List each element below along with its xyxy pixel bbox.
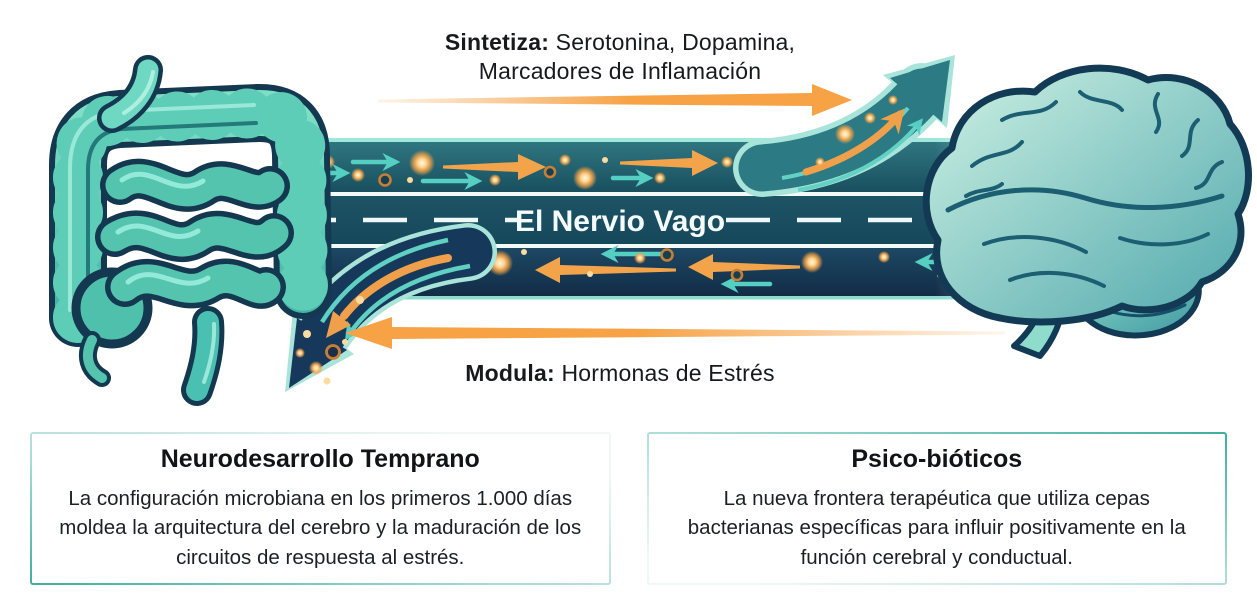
- modulates-label: Modula: Hormonas de Estrés: [465, 360, 775, 386]
- vagus-upward-arrow: [733, 55, 955, 197]
- orange-arrow-left: [535, 257, 676, 283]
- modulates-label-bold: Modula:: [465, 360, 555, 386]
- card-body: La configuración microbiana en los prime…: [59, 487, 582, 569]
- pathway-label: El Nervio Vago: [515, 205, 725, 238]
- gut-to-brain-arrow: [378, 84, 852, 116]
- card-title: Psico-bióticos: [851, 445, 1023, 474]
- orange-arrow-left: [688, 254, 800, 280]
- synthesizes-label-line1: Sintetiza: Serotonina, Dopamina,: [444, 29, 796, 55]
- brain-to-gut-arrow: [345, 317, 1005, 349]
- orange-arrow-right: [443, 154, 546, 180]
- brain-illustration: [922, 64, 1252, 359]
- synthesizes-label-bold: Sintetiza:: [444, 29, 550, 55]
- vagus-downward-arrow: [285, 223, 497, 392]
- card-body: La nueva frontera terapéutica que utiliz…: [687, 487, 1186, 569]
- intestine-illustration: [49, 55, 332, 406]
- card-title: Neurodesarrollo Temprano: [160, 445, 480, 474]
- info-cards: Neurodesarrollo Temprano La configuració…: [30, 432, 1227, 585]
- card-neurodevelopment: Neurodesarrollo Temprano La configuració…: [30, 432, 611, 585]
- synthesizes-label: Sintetiza: Serotonina, Dopamina, Marcado…: [300, 28, 940, 86]
- synthesizes-label-line2: Marcadores de Inflamación: [478, 57, 762, 84]
- orange-arrow-right: [620, 150, 718, 176]
- afferent-lane-arrows: [297, 150, 782, 190]
- gut-brain-diagram: El Nervio Vago: [49, 55, 1252, 406]
- card-psychobiotics: Psico-bióticos La nueva frontera terapéu…: [647, 432, 1228, 585]
